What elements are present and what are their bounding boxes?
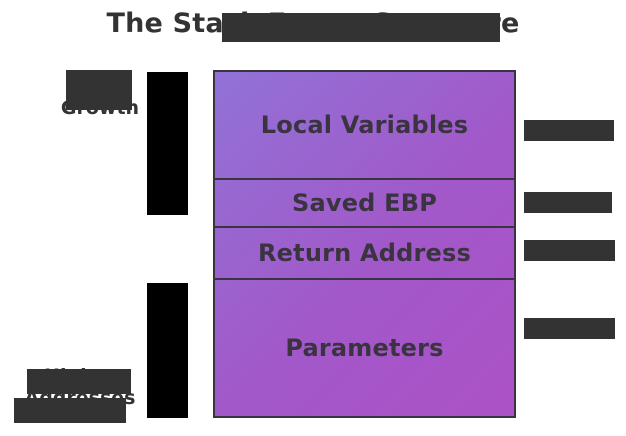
title-redaction-bar	[222, 13, 500, 42]
stack-frame-row-label: Return Address	[257, 239, 471, 267]
right-annotation-redaction-bar-return-address	[524, 240, 615, 261]
stack-growth-redaction-bar	[66, 70, 132, 110]
stack-frame-row-parameters: Parameters	[215, 278, 514, 416]
stack-frame-row-local-variables: Local Variables	[215, 72, 514, 178]
stack-frame-row-return-address: Return Address	[215, 226, 514, 278]
right-annotation-redaction-bar-parameters	[524, 318, 615, 339]
right-annotation-redaction-bar-local-variables	[524, 120, 614, 141]
stack-frame-row-saved-ebp: Saved EBP	[215, 178, 514, 226]
stack-frame-row-label: Local Variables	[260, 111, 469, 139]
stack-growth-arrow-redaction-bar	[147, 72, 188, 215]
stack-frame-diagram: Local Variables Saved EBP Return Address…	[213, 70, 516, 418]
higher-addresses-redaction-bar-top	[27, 369, 131, 394]
higher-addresses-arrow-redaction-bar	[147, 283, 188, 418]
higher-addresses-redaction-bar-bottom	[14, 398, 126, 423]
stack-frame-row-label: Parameters	[285, 334, 444, 362]
right-annotation-redaction-bar-saved-ebp	[524, 192, 612, 213]
stack-frame-row-label: Saved EBP	[291, 189, 437, 217]
